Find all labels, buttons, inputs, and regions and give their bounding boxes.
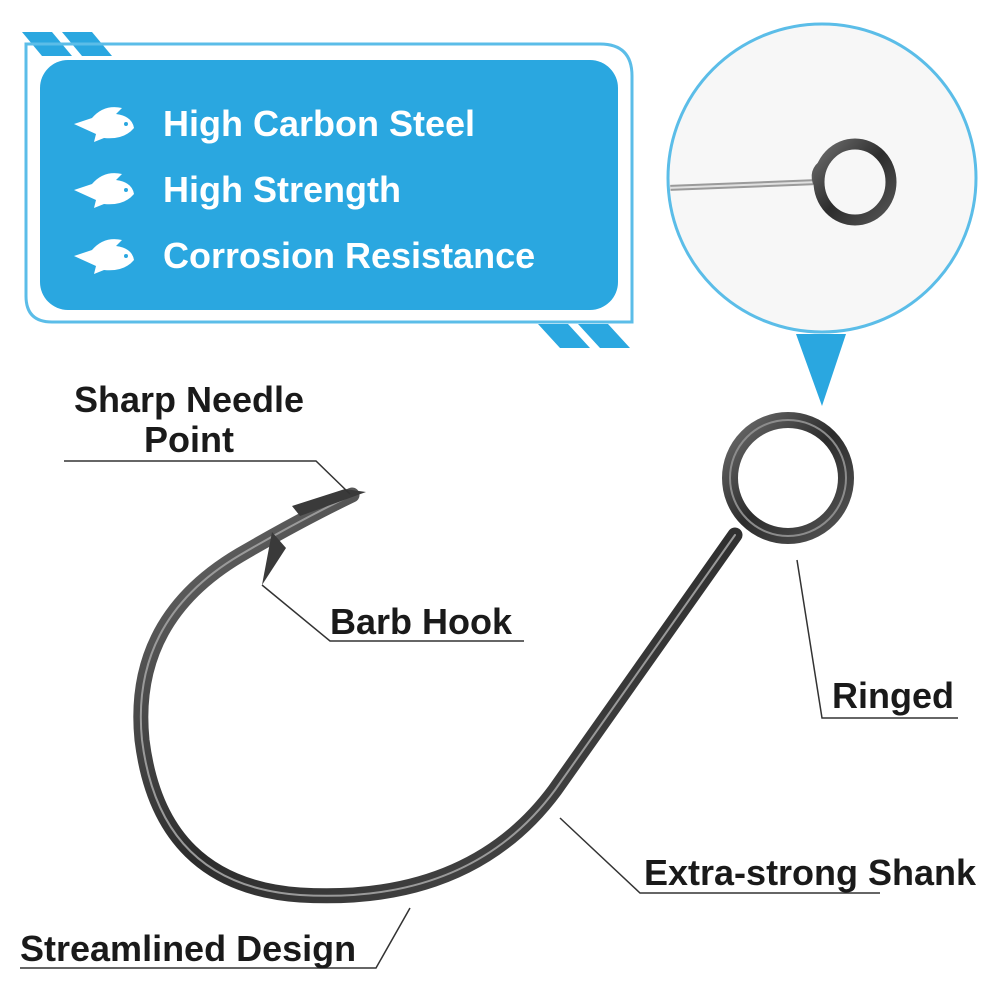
feature-panel-outline (24, 42, 634, 324)
feature-panel (40, 60, 618, 310)
feature-high-carbon-steel: High Carbon Steel (163, 103, 476, 144)
callout-needle-point: Sharp Needle Point (66, 380, 312, 460)
fish-icon (74, 107, 134, 142)
fish-icon (74, 173, 134, 208)
leader-barb (261, 584, 524, 642)
fish-icon (74, 239, 134, 274)
leader-needle-point (64, 460, 351, 495)
zoom-eye-detail (670, 138, 897, 226)
callout-ringed: Ringed (832, 675, 954, 716)
leader-ringed (796, 559, 958, 719)
hook-point (292, 489, 366, 516)
hook-body (133, 487, 743, 904)
feature-high-strength: High Strength (163, 169, 401, 210)
leader-lines (20, 460, 958, 969)
callout-needle-point-line2: Point (144, 419, 234, 460)
callout-streamlined-design: Streamlined Design (20, 928, 357, 969)
zoom-pointer (796, 334, 846, 406)
callout-extra-strong-shank: Extra-strong Shank (644, 852, 977, 893)
callout-needle-point-line1: Sharp Needle (73, 379, 305, 420)
decor-slashes-bottom (538, 324, 630, 348)
leader-design (20, 907, 411, 969)
callout-barb-hook: Barb Hook (330, 601, 513, 642)
leader-shank (559, 817, 880, 894)
feature-corrosion-resistance: Corrosion Resistance (163, 235, 536, 276)
hook-barb (262, 532, 286, 585)
